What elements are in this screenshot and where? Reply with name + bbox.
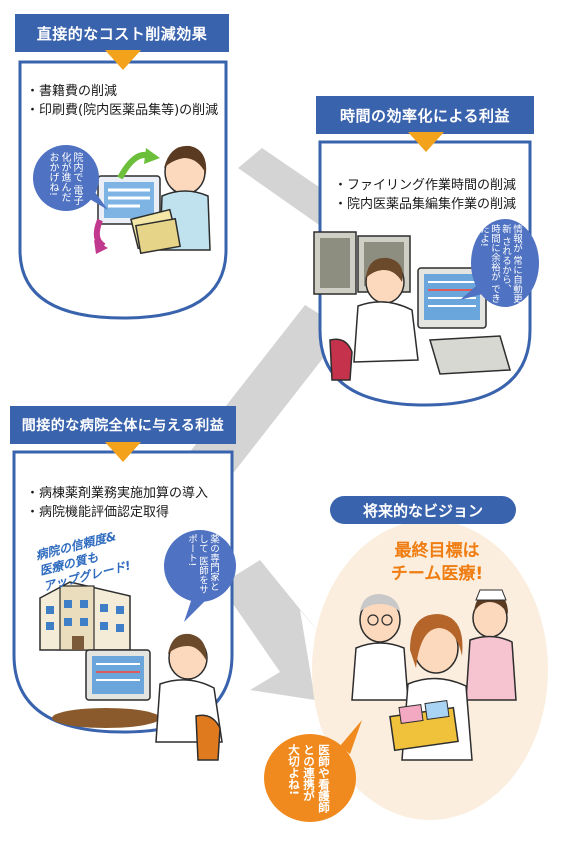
goal-line: チーム医療! [390, 564, 484, 584]
man-at-computer-illustration [313, 231, 511, 381]
panel-direct-title: 直接的なコスト削減効果 [36, 24, 208, 43]
list-item: ・病院機能評価認定取得 [26, 505, 170, 520]
panel-indirect-bullets: ・病棟薬剤業務実施加算の導入 ・病院機能評価認定取得 [26, 484, 208, 522]
panel-direct-bullets: ・書籍費の削減 ・印刷費(院内医薬品集等)の削減 [26, 82, 218, 120]
list-item: ・書籍費の削減 [26, 84, 118, 99]
panel-time-arrow [408, 132, 444, 152]
list-item: ・病棟薬剤業務実施加算の導入 [26, 486, 209, 501]
panel-time-bullets: ・ファイリング作業時間の削減 ・院内医薬品集編集作業の削減 [334, 176, 516, 214]
panel-direct-arrow [105, 50, 141, 70]
medical-team-illustration [351, 589, 517, 761]
bubble-direct-text: 院内で 電子化が進んだ おかげね! [47, 152, 82, 206]
bubble-future-text: 医師や看護師 との連携が 大切よね! [287, 744, 331, 813]
bubble-time [471, 219, 539, 307]
list-item: ・ファイリング作業時間の削減 [334, 178, 517, 193]
list-item: ・院内医薬品集編集作業の削減 [334, 197, 517, 212]
panel-time-title: 時間の効率化による利益 [339, 106, 511, 125]
panel-time-header [316, 96, 534, 134]
bubble-direct [33, 145, 99, 211]
panel-direct-header [15, 14, 229, 52]
panel-direct-cost [15, 14, 229, 320]
panel-indirect-arrow [105, 442, 141, 462]
panel-indirect-header [10, 406, 236, 444]
future-goal-title: 最終目標は チーム医療! [362, 540, 512, 586]
panel-time-efficiency [313, 96, 539, 407]
goal-line: 最終目標は [394, 541, 480, 561]
list-item: ・印刷費(院内医薬品集等)の削減 [26, 103, 219, 118]
bubble-indirect-text: 薬の専門家として 医師をサポート! [186, 534, 219, 595]
hospital-and-man-illustration [39, 581, 223, 761]
bubble-time-text: 情報が 常に自動更新 されるから、 時間に余裕が できたよ! [478, 224, 522, 304]
panel-indirect-title: 間接的な病院全体に与える利益 [21, 418, 225, 434]
future-vision-label: 将来的なビジョン [330, 496, 516, 524]
woman-with-books-illustration [93, 145, 211, 255]
bubble-future [264, 734, 356, 822]
bubble-indirect [164, 530, 236, 602]
panel-future-vision [264, 520, 548, 822]
connector-indirect-to-future [220, 560, 325, 700]
panel-indirect-benefit [10, 406, 236, 761]
